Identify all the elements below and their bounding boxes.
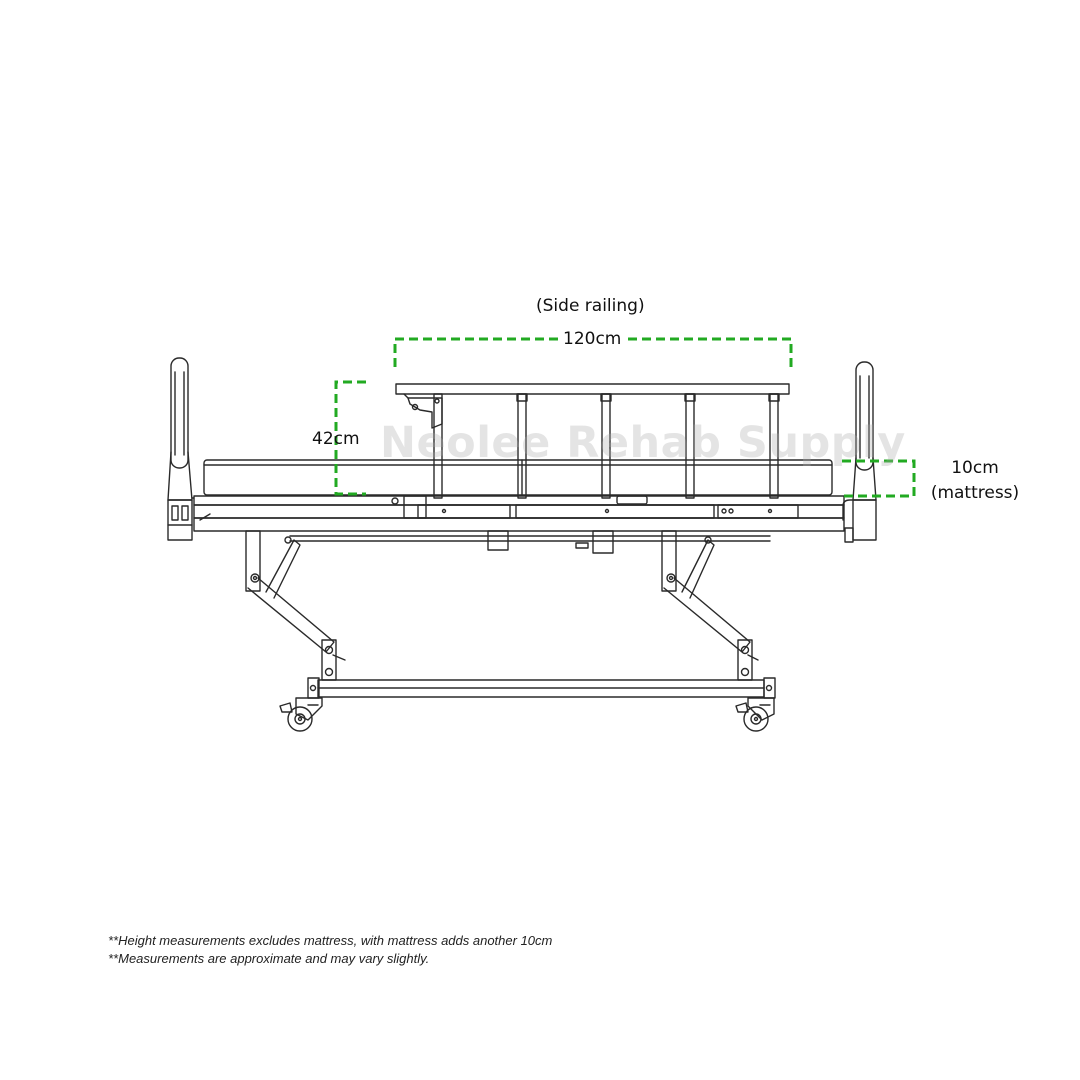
- dimension-lines: [334, 337, 916, 498]
- railing-height-dimension: [334, 380, 366, 496]
- left-lift-linkage: [245, 530, 346, 681]
- railing-length-dimension: [393, 337, 793, 367]
- side-railing: [395, 383, 790, 499]
- right-lift-linkage: [661, 530, 759, 681]
- footnotes: **Height measurements excludes mattress,…: [108, 932, 552, 968]
- mattress-thickness-value: 10cm: [951, 458, 999, 478]
- mattress-thickness-dimension: [842, 459, 916, 498]
- left-headboard-post: [167, 357, 193, 541]
- railing-length-label: 120cm: [563, 329, 622, 349]
- side-railing-label: (Side railing): [536, 296, 645, 316]
- mattress: [203, 459, 833, 496]
- left-caster-wheel: [279, 697, 323, 732]
- base-frame: [307, 677, 776, 699]
- right-caster-wheel: [735, 697, 775, 732]
- railing-height-label: 42cm: [312, 429, 360, 449]
- mattress-caption: (mattress): [930, 483, 1020, 503]
- footnote-approximate: **Measurements are approximate and may v…: [108, 951, 430, 966]
- watermark: Neolee Rehab Supply: [380, 418, 906, 468]
- right-footboard-post: [842, 361, 877, 543]
- bed-frame: [191, 495, 845, 554]
- footnote-height: **Height measurements excludes mattress,…: [108, 933, 553, 948]
- mattress-thickness-label: 10cm (mattress): [930, 456, 1020, 506]
